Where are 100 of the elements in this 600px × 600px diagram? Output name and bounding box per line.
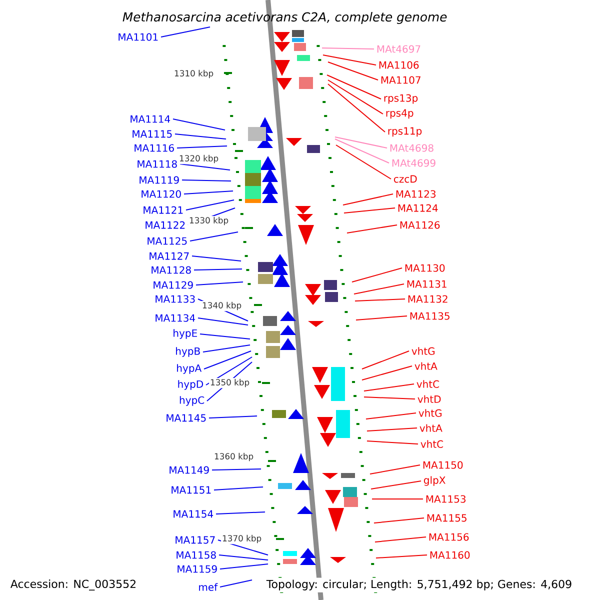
gene-label: MA1127 — [150, 252, 189, 260]
scale-label: 1320 kbp — [178, 154, 220, 164]
gene-label: vhtG — [412, 347, 435, 355]
gene-label: MA1160 — [430, 551, 470, 559]
gene-label: MA1134 — [156, 314, 196, 322]
leader-line — [362, 350, 410, 370]
gene-label: vhtD — [418, 395, 441, 403]
leader-line — [216, 512, 266, 514]
gene-label: MA1118 — [138, 160, 177, 168]
leader-line — [180, 164, 230, 170]
leader-line — [202, 344, 250, 352]
title: Methanosarcina acetivorans C2A, complete genome — [122, 12, 447, 24]
gene-label: MA1157 — [176, 536, 215, 544]
gene-label: MA1133 — [156, 295, 195, 303]
scale-label: 1370 kbp — [221, 534, 263, 544]
scale-label: 1330 kbp — [188, 216, 230, 226]
leader-line — [354, 298, 406, 302]
leader-line — [344, 208, 396, 214]
leader-line — [342, 194, 394, 206]
leader-line — [370, 480, 422, 490]
leader-line — [326, 74, 382, 100]
gene-label: MA1107 — [381, 76, 420, 84]
leader-line — [328, 80, 384, 114]
leader-line — [370, 464, 420, 474]
leader-line — [362, 366, 412, 380]
gene-label: glpX — [424, 476, 446, 486]
gene-label: MA1128 — [152, 266, 191, 274]
gene-label: MA1114 — [130, 115, 170, 123]
gene-label: MA1145 — [166, 414, 206, 422]
leader-line — [364, 384, 414, 392]
leader-line — [346, 224, 398, 234]
gene-label: MA1135 — [410, 312, 450, 320]
gene-label: MA1132 — [408, 295, 448, 303]
gene-label: czcD — [394, 175, 417, 183]
gene-label: MA1119 — [140, 176, 179, 184]
leader-line — [204, 350, 252, 370]
gene-label: MA1129 — [154, 281, 193, 289]
gene-label: MA1155 — [427, 514, 466, 522]
leader-line — [200, 334, 250, 340]
leader-line — [196, 282, 244, 286]
leader-line — [376, 554, 428, 558]
gene-label: vhtC — [420, 440, 444, 448]
gene-label: MA1115 — [132, 130, 172, 138]
leader-line — [220, 580, 252, 588]
gene-label: vhtA — [414, 362, 438, 370]
gene-label: MA1159 — [178, 565, 217, 573]
gene-label: MA1126 — [400, 221, 440, 229]
leader-line — [334, 136, 388, 148]
footer-text: Topology: circular; Length: 5,751,492 bp; Genes: 4,609 — [264, 578, 574, 592]
gene-label: hypE — [174, 329, 197, 339]
leader-line — [354, 284, 404, 294]
leader-line — [322, 48, 374, 50]
leader-line — [220, 564, 268, 570]
leader-line — [214, 486, 264, 490]
gene-label: rps11p — [388, 127, 422, 137]
gene-label: MAt4698 — [390, 144, 434, 152]
gene-label: MA1106 — [379, 61, 419, 69]
leader-line — [174, 134, 226, 140]
gene-label: MA1151 — [172, 486, 211, 494]
scale-label: 1360 kbp — [213, 452, 255, 462]
gene-label: vhtA — [420, 424, 442, 432]
leader-line — [366, 440, 418, 444]
leader-line — [172, 118, 226, 130]
leader-line — [192, 256, 242, 262]
gene-label: vhtC — [416, 380, 440, 388]
gene-label: hypB — [176, 347, 200, 357]
leader-line — [194, 268, 242, 270]
leader-line — [356, 316, 408, 320]
leader-line — [374, 536, 426, 542]
leader-line — [372, 498, 424, 500]
gene-label: MA1156 — [429, 533, 469, 541]
leader-line — [212, 468, 262, 470]
leader-line — [218, 554, 268, 560]
gene-label: MA1150 — [423, 461, 463, 469]
leader-line — [328, 84, 386, 132]
gene-label: MA1122 — [146, 221, 185, 229]
leader-line — [334, 138, 390, 164]
gene-label: MAt4699 — [392, 159, 436, 167]
leader-line — [366, 428, 418, 432]
gene-label: rps13p — [384, 94, 418, 104]
leader-line — [182, 180, 232, 182]
leader-line — [328, 62, 378, 80]
gene-label: MA1131 — [407, 280, 446, 288]
gene-label: mef — [199, 583, 218, 591]
gene-label: MA1121 — [144, 206, 183, 214]
gene-label: MA1149 — [170, 466, 209, 474]
gene-label: MA1125 — [148, 237, 187, 245]
footer-text: Accession: NC_003552 — [8, 578, 139, 592]
leader-line — [160, 26, 210, 38]
gene-label: MA1123 — [396, 190, 436, 198]
gene-label: MA1116 — [134, 144, 174, 152]
leader-line — [374, 518, 424, 524]
leader-line — [208, 416, 258, 418]
gene-label: MA1153 — [426, 495, 466, 503]
gene-label: MA1124 — [398, 204, 438, 212]
leader-line — [336, 144, 392, 180]
gene-label: hypC — [180, 396, 204, 406]
gene-label: hypD — [178, 380, 204, 390]
gene-label: vhtG — [418, 409, 442, 417]
gene-label: MA1158 — [176, 551, 216, 559]
